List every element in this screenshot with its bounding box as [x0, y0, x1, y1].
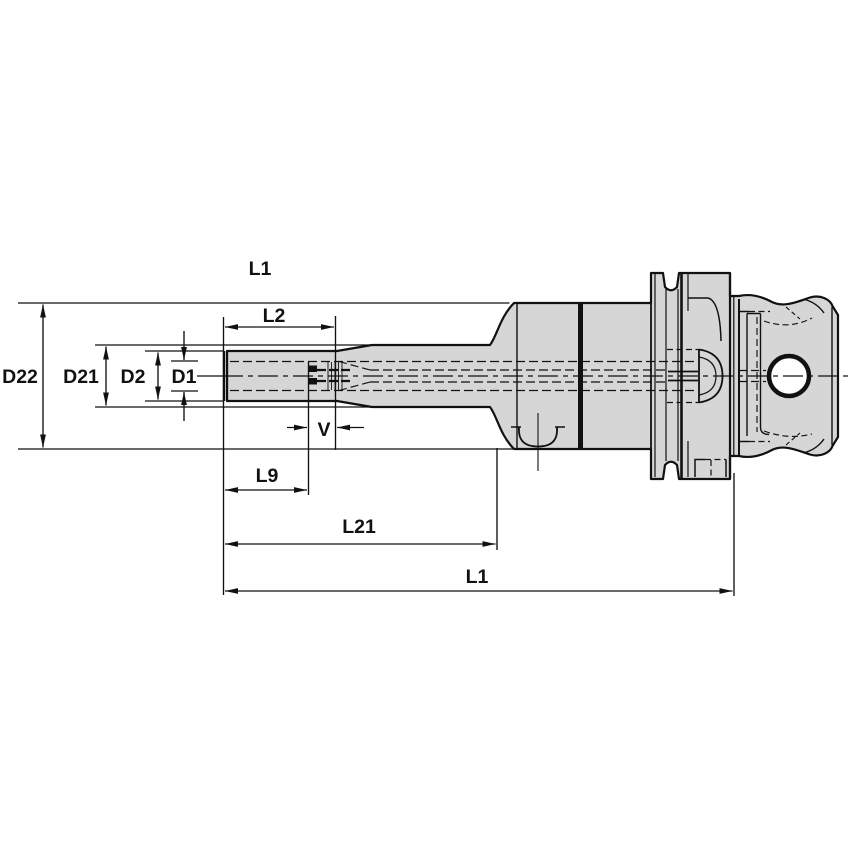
hidden-lines [230, 306, 813, 446]
label-L1: L1 [466, 566, 489, 588]
label-L9: L9 [256, 465, 279, 487]
label-D21: D21 [63, 366, 99, 388]
pilot-bore-hidden-lines [370, 369, 666, 383]
label-V: V [317, 419, 330, 441]
taper-hidden-arcs [763, 317, 813, 437]
drive-slot-bottom [694, 458, 727, 477]
label-D1: D1 [172, 366, 197, 388]
label-D2: D2 [121, 366, 146, 388]
drive-notch-top [688, 297, 722, 342]
dimension-lines [18, 302, 735, 596]
tool-holder-body [197, 271, 852, 481]
clamp-slot [746, 312, 770, 436]
label-L2: L2 [263, 305, 286, 327]
label-L21: L21 [342, 516, 376, 538]
v-groove-sides [665, 289, 679, 461]
dimension-labels: L1 L2 D22 D21 D2 D1 V L9 L21 L1 [2, 258, 488, 588]
taper-corner-arcs [804, 298, 825, 454]
label-L1-top: L1 [249, 258, 272, 280]
label-D22: D22 [2, 366, 38, 388]
